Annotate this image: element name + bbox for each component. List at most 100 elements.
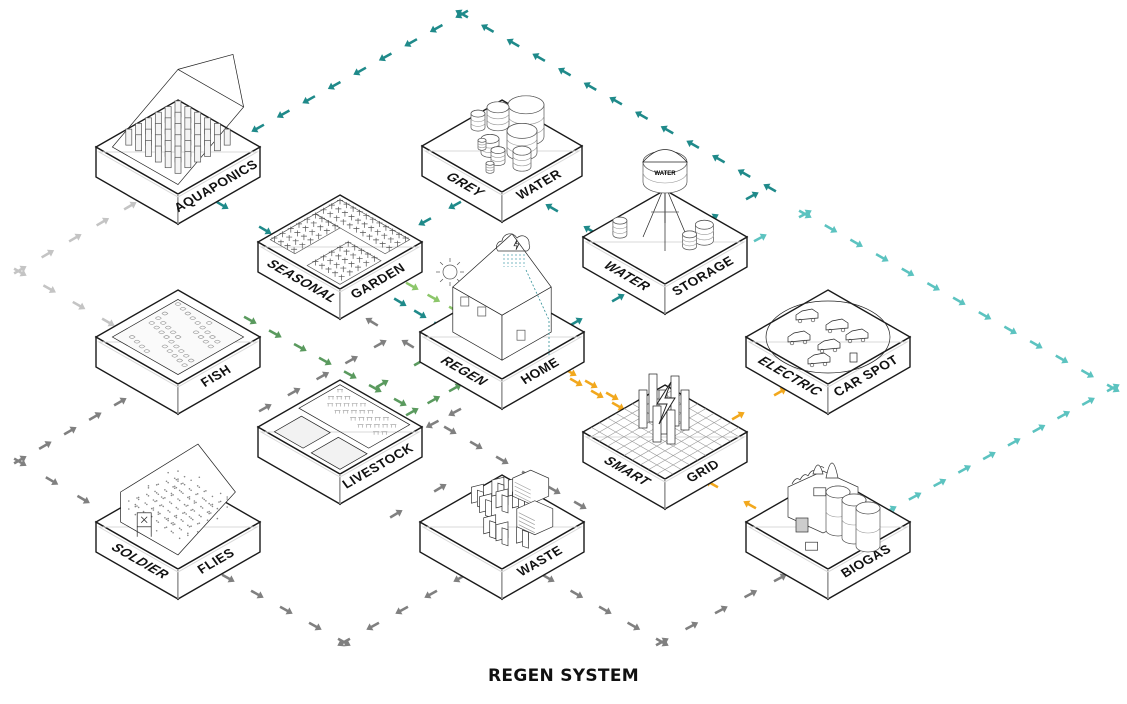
flow-arrow-icon xyxy=(62,423,79,438)
flow-arrow-icon xyxy=(446,405,463,420)
flow-arrow-icon xyxy=(572,498,589,513)
flow-arrow-icon xyxy=(453,7,470,22)
flow-home-to-storage xyxy=(568,290,627,329)
flow-arrow-icon xyxy=(393,603,410,618)
flow-arrow-icon xyxy=(822,221,840,236)
module-aquaponics: AQUAPONICS xyxy=(94,53,262,226)
car-icon xyxy=(817,338,841,351)
flow-arrow-icon xyxy=(325,78,343,93)
flow-arrow-icon xyxy=(70,298,88,313)
flow-arrow-icon xyxy=(610,290,627,305)
flow-arrow-icon xyxy=(597,603,614,618)
diagram-title: REGEN SYSTEM xyxy=(488,666,639,686)
flow-arrow-icon xyxy=(43,473,61,489)
flow-waste-loops xyxy=(220,571,353,650)
flow-arrow-icon xyxy=(285,384,303,399)
flow-arrow-icon xyxy=(392,295,409,310)
flow-arrow-icon xyxy=(412,307,429,322)
flow-arrow-icon xyxy=(468,438,485,453)
flow-arrow-icon xyxy=(741,497,758,512)
flow-waste-loops xyxy=(335,571,468,650)
dumpster-icon xyxy=(516,500,554,536)
flow-arrow-icon xyxy=(956,462,973,477)
flow-arrow-icon xyxy=(423,417,441,432)
flow-arrow-icon xyxy=(376,49,394,65)
flow-arrow-icon xyxy=(604,389,621,404)
dotted-pattern xyxy=(128,470,228,540)
flow-smartgrid-to-cars xyxy=(730,384,789,423)
flow-arrow-icon xyxy=(504,35,522,50)
flow-arrow-icon xyxy=(335,635,352,650)
flow-arrow-icon xyxy=(658,122,676,137)
flow-arrow-icon xyxy=(761,180,778,195)
flow-arrow-icon xyxy=(530,50,547,65)
flow-waste-loops xyxy=(363,314,416,351)
flow-arrow-icon xyxy=(925,279,942,294)
flow-arrow-icon xyxy=(625,619,643,634)
flow-arrow-icon xyxy=(432,480,449,495)
flow-home-smartgrid xyxy=(562,365,621,404)
flow-arrow-icon xyxy=(342,367,359,382)
flow-arrow-icon xyxy=(249,121,266,136)
flow-arrow-icon xyxy=(1028,337,1045,352)
flow-arrow-icon xyxy=(425,291,443,306)
flow-arrow-icon xyxy=(494,453,511,468)
flow-arrow-icon xyxy=(713,602,730,617)
flow-storage-to-greywater xyxy=(543,200,598,237)
biogas-plant-icon xyxy=(787,462,881,553)
waste-bins-icon xyxy=(471,469,554,549)
flow-arrow-icon xyxy=(684,137,701,152)
flow-arrow-icon xyxy=(568,375,585,390)
flow-arrow-icon xyxy=(112,394,129,409)
flow-arrow-icon xyxy=(607,93,624,108)
module-fish: FISH xyxy=(94,289,262,416)
rain-cloud-icon xyxy=(496,233,531,252)
flow-fish-to-aquaponics xyxy=(12,265,117,330)
flow-arrow-icon xyxy=(730,408,747,423)
flow-arrow-icon xyxy=(292,340,309,355)
plant-beds-icon xyxy=(269,198,464,286)
truck-icon xyxy=(813,487,827,497)
flow-arrow-icon xyxy=(1080,394,1097,409)
flow-arrow-icon xyxy=(37,438,54,453)
flow-arrow-icon xyxy=(1055,407,1073,422)
flow-arrow-icon xyxy=(744,188,761,203)
flow-arrow-icon xyxy=(402,35,419,50)
car-icon xyxy=(825,318,849,331)
flow-arrow-icon xyxy=(446,198,463,213)
flow-arrow-icon xyxy=(735,166,753,181)
water-tower-label: WATER xyxy=(654,171,676,177)
flow-arrow-icon xyxy=(416,214,433,229)
flow-waste-loops xyxy=(654,570,789,649)
flow-arrow-icon xyxy=(1006,435,1023,449)
flow-arrow-icon xyxy=(797,206,814,221)
water-barrels-icon xyxy=(470,95,545,174)
fly-greenhouse-icon xyxy=(120,443,236,556)
flow-arrow-icon xyxy=(41,281,58,296)
flow-arrow-icon xyxy=(683,618,701,633)
flow-arrow-icon xyxy=(752,230,769,245)
solar-panel-icon xyxy=(513,239,520,250)
module-waste: WASTE xyxy=(418,469,586,601)
flow-fish-to-aquaponics xyxy=(12,198,139,277)
flow-arrow-icon xyxy=(442,423,459,438)
flow-arrow-icon xyxy=(479,21,496,36)
flow-arrow-icon xyxy=(425,392,443,407)
flow-arrow-icon xyxy=(257,400,274,415)
flow-waste-loops xyxy=(12,455,124,526)
flow-arrow-icon xyxy=(543,200,560,215)
flow-arrow-icon xyxy=(654,634,671,649)
charger-icon xyxy=(849,352,858,363)
flow-arrow-icon xyxy=(931,475,949,490)
flow-arrow-icon xyxy=(1002,323,1019,338)
flow-arrow-icon xyxy=(1105,380,1122,395)
flow-biogas-to-storage-loop xyxy=(882,380,1122,517)
flow-arrow-icon xyxy=(274,106,292,122)
flow-arrow-icon xyxy=(589,387,606,402)
car-icon xyxy=(795,308,819,321)
flow-arrow-icon xyxy=(633,108,650,123)
flow-arrow-icon xyxy=(710,151,727,166)
